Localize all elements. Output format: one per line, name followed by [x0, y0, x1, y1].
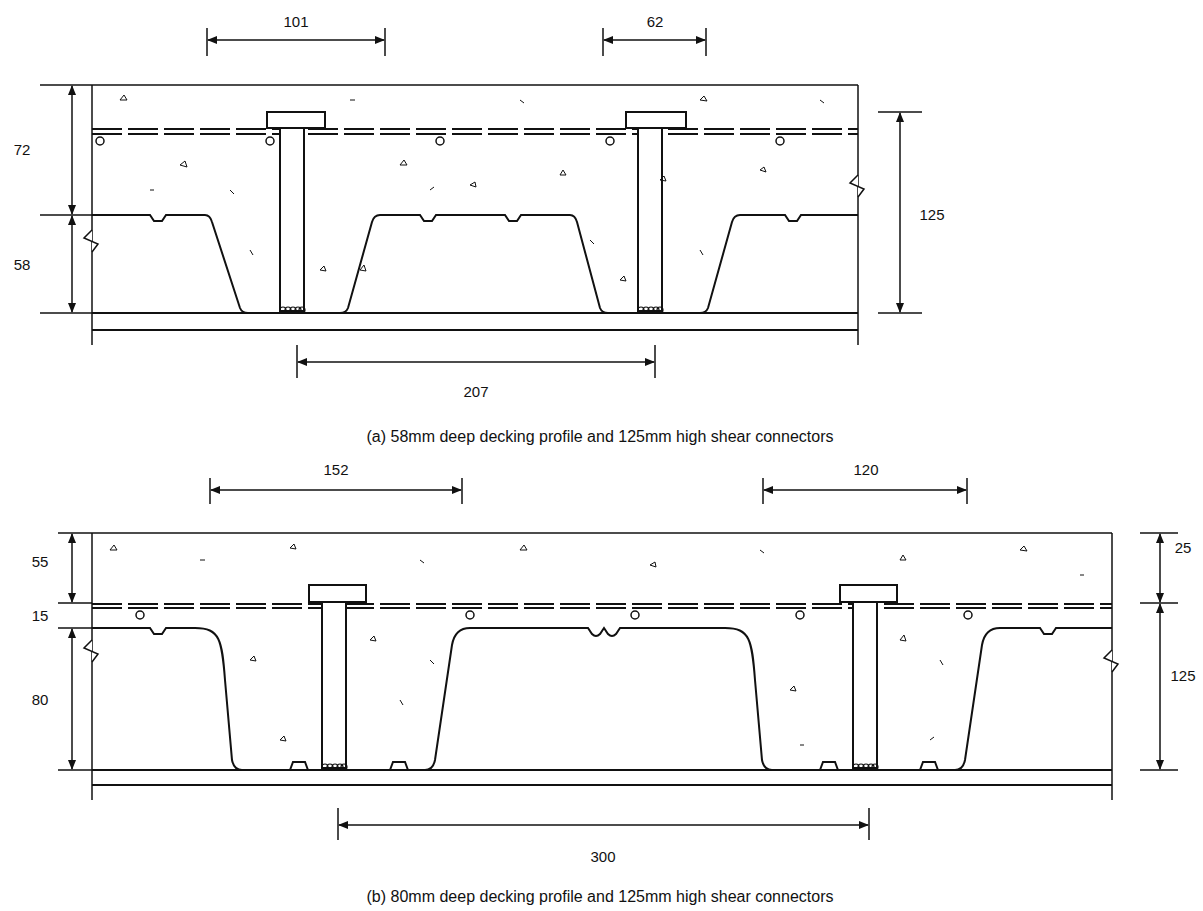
dimension-label: 55	[32, 554, 49, 571]
dimension-label: 125	[1170, 668, 1195, 685]
dimension-label: 120	[853, 462, 878, 479]
dimension-label: 72	[14, 142, 31, 159]
dimension-label: 152	[323, 462, 348, 479]
figure-caption: (a) 58mm deep decking profile and 125mm …	[367, 428, 834, 446]
dimension-label: 58	[14, 257, 31, 274]
dimension-label: 25	[1175, 540, 1192, 557]
dimension-label: 62	[647, 14, 664, 31]
dimension-label: 125	[919, 207, 944, 224]
figure-caption: (b) 80mm deep decking profile and 125mm …	[367, 888, 834, 906]
dimension-label: 207	[463, 384, 488, 401]
dimension-label: 300	[590, 849, 615, 866]
dimension-label: 15	[32, 608, 49, 625]
dimension-label: 101	[283, 14, 308, 31]
dimension-label: 80	[32, 692, 49, 709]
